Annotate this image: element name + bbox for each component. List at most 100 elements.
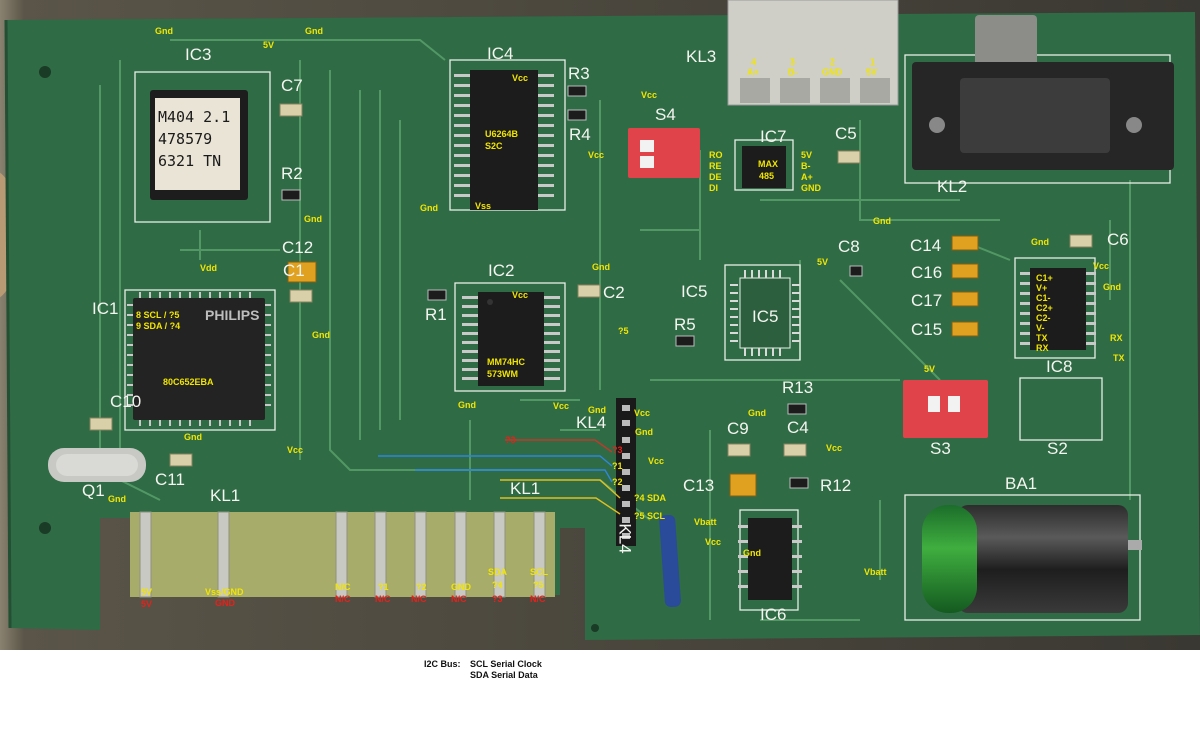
label-ic2: IC2 xyxy=(488,261,515,280)
s3-dip-switch xyxy=(903,380,988,438)
ann-5v-s3: 5V xyxy=(924,364,936,374)
ic2-pin1-dot xyxy=(487,299,493,305)
ann-gnd-q1: Gnd xyxy=(108,494,126,504)
mount-hole-bl xyxy=(39,522,51,534)
ic6-pins xyxy=(738,525,802,588)
ann-gnd-c6: Gnd xyxy=(1031,237,1049,247)
mount-hole-tl xyxy=(39,66,51,78)
label-ic8: IC8 xyxy=(1046,357,1073,376)
blue-capacitor xyxy=(659,514,681,608)
mount-hole-br xyxy=(591,624,599,632)
ann-kl3-3: 3 xyxy=(790,57,796,67)
ann-kl4-q5: ?5 SCL xyxy=(634,511,666,521)
ann-vcc-ic1: Vcc xyxy=(287,445,304,455)
ba1-battery-cap xyxy=(922,505,977,613)
ic1-brand: PHILIPS xyxy=(205,307,260,323)
label-ic7: IC7 xyxy=(760,127,787,146)
pin-red-nc5: N/C xyxy=(530,594,546,604)
label-kl3: KL3 xyxy=(686,47,717,66)
ic2-pins xyxy=(462,296,560,380)
label-s2: S2 xyxy=(1047,439,1068,458)
ann-kl4-q1: ?1 xyxy=(612,461,623,471)
pin-label-vss: Vss/GND xyxy=(205,587,244,597)
label-c11: C11 xyxy=(155,470,185,489)
ann-gnd-ic4: Gnd xyxy=(420,203,438,213)
ann-vcc-s4: Vcc xyxy=(641,90,658,100)
pin-label-q5: ?5 xyxy=(533,580,544,590)
ann-gnd-c1: Gnd xyxy=(312,330,330,340)
ann-5v-top: 5V xyxy=(263,40,275,50)
ann-c2minus: C2- xyxy=(1036,313,1051,323)
pin-label-q2: ?2 xyxy=(416,582,427,592)
ann-tx-ic8: TX xyxy=(1036,333,1048,343)
ic4-pins xyxy=(454,74,554,197)
ann-gnd-ic2top: Gnd xyxy=(592,262,610,272)
ann-gnd-r2: Gnd xyxy=(304,214,322,224)
ann-5v-c8: 5V xyxy=(817,257,829,267)
ic5-pads xyxy=(730,270,800,356)
ann-kl3-3b: B- xyxy=(788,67,798,77)
label-r13: R13 xyxy=(782,378,814,397)
wire-yellow-1 xyxy=(500,479,621,499)
ann-kl3-2: 2 xyxy=(830,57,836,67)
ann-c2plus: C2+ xyxy=(1036,303,1053,313)
kl2-screw-left xyxy=(929,117,945,133)
ic7-marking-1: MAX xyxy=(758,159,778,169)
label-r3: R3 xyxy=(568,64,590,83)
pin-red-q3: ?3 xyxy=(492,594,503,604)
label-c10: C10 xyxy=(110,392,142,411)
ann-kl4-gnd2: Gnd xyxy=(635,427,653,437)
s4-knob-1 xyxy=(640,140,654,152)
label-q1: Q1 xyxy=(82,481,105,500)
label-c8: C8 xyxy=(838,237,860,256)
label-kl2: KL2 xyxy=(937,177,968,196)
label-kl4b: KL4 xyxy=(615,523,635,554)
s3-knob-1 xyxy=(928,396,940,412)
pcb-board xyxy=(6,12,1200,640)
ic1-pins xyxy=(127,292,271,426)
pin-label-5v: 5V xyxy=(141,587,153,597)
ann-vcc-right-ic4: Vcc xyxy=(588,150,605,160)
ic7-body xyxy=(742,146,786,188)
ann-di: DI xyxy=(709,183,718,193)
label-c16: C16 xyxy=(911,263,943,282)
label-r5: R5 xyxy=(674,315,696,334)
ann-vplus: V+ xyxy=(1036,283,1048,293)
ann-vbatt-ba1: Vbatt xyxy=(864,567,887,577)
kl2-db9-shell xyxy=(975,15,1037,75)
ann-vss-ic4: Vss xyxy=(475,201,492,211)
caption-scl: SCL Serial Clock xyxy=(470,659,542,669)
wire-blue-1 xyxy=(378,455,613,467)
ann-de: DE xyxy=(709,172,722,182)
label-r4: R4 xyxy=(569,125,591,144)
label-kl1: KL1 xyxy=(210,486,241,505)
ann-c1minus: C1- xyxy=(1036,293,1051,303)
label-ic5a: IC5 xyxy=(681,282,708,301)
label-c13: C13 xyxy=(683,476,715,495)
pin-red-nc4: N/C xyxy=(451,594,467,604)
ann-vcc-ic4: Vcc xyxy=(512,73,529,83)
ann-rx-ic8: RX xyxy=(1036,343,1049,353)
kl3-slots xyxy=(740,78,890,103)
ann-gnd-top1: Gnd xyxy=(155,26,173,36)
ann-gnd-ic6: Gnd xyxy=(743,548,761,558)
kl2-screw-right xyxy=(1126,117,1142,133)
label-r1: R1 xyxy=(425,305,447,324)
ann-vbatt-ic6: Vbatt xyxy=(694,517,717,527)
ic1-body xyxy=(133,298,265,420)
ann-gnd-top2: Gnd xyxy=(305,26,323,36)
label-r12: R12 xyxy=(820,476,852,495)
q1-crystal-inner xyxy=(56,454,138,476)
smd-capacitors xyxy=(89,103,1093,467)
silkscreen-outlines xyxy=(124,54,1171,621)
caption-bus: I2C Bus: xyxy=(424,659,461,669)
label-kl1b: KL1 xyxy=(510,479,541,498)
ann-bminus: B- xyxy=(801,161,811,171)
label-c5: C5 xyxy=(835,124,857,143)
ann-gnd-ic7: GND xyxy=(801,183,821,193)
ann-kl4-q4: ?4 SDA xyxy=(634,493,667,503)
ann-vdd: Vdd xyxy=(200,263,217,273)
label-c6: C6 xyxy=(1107,230,1129,249)
wire-yellow-2 xyxy=(500,497,621,515)
wire-blue-2 xyxy=(415,469,613,483)
